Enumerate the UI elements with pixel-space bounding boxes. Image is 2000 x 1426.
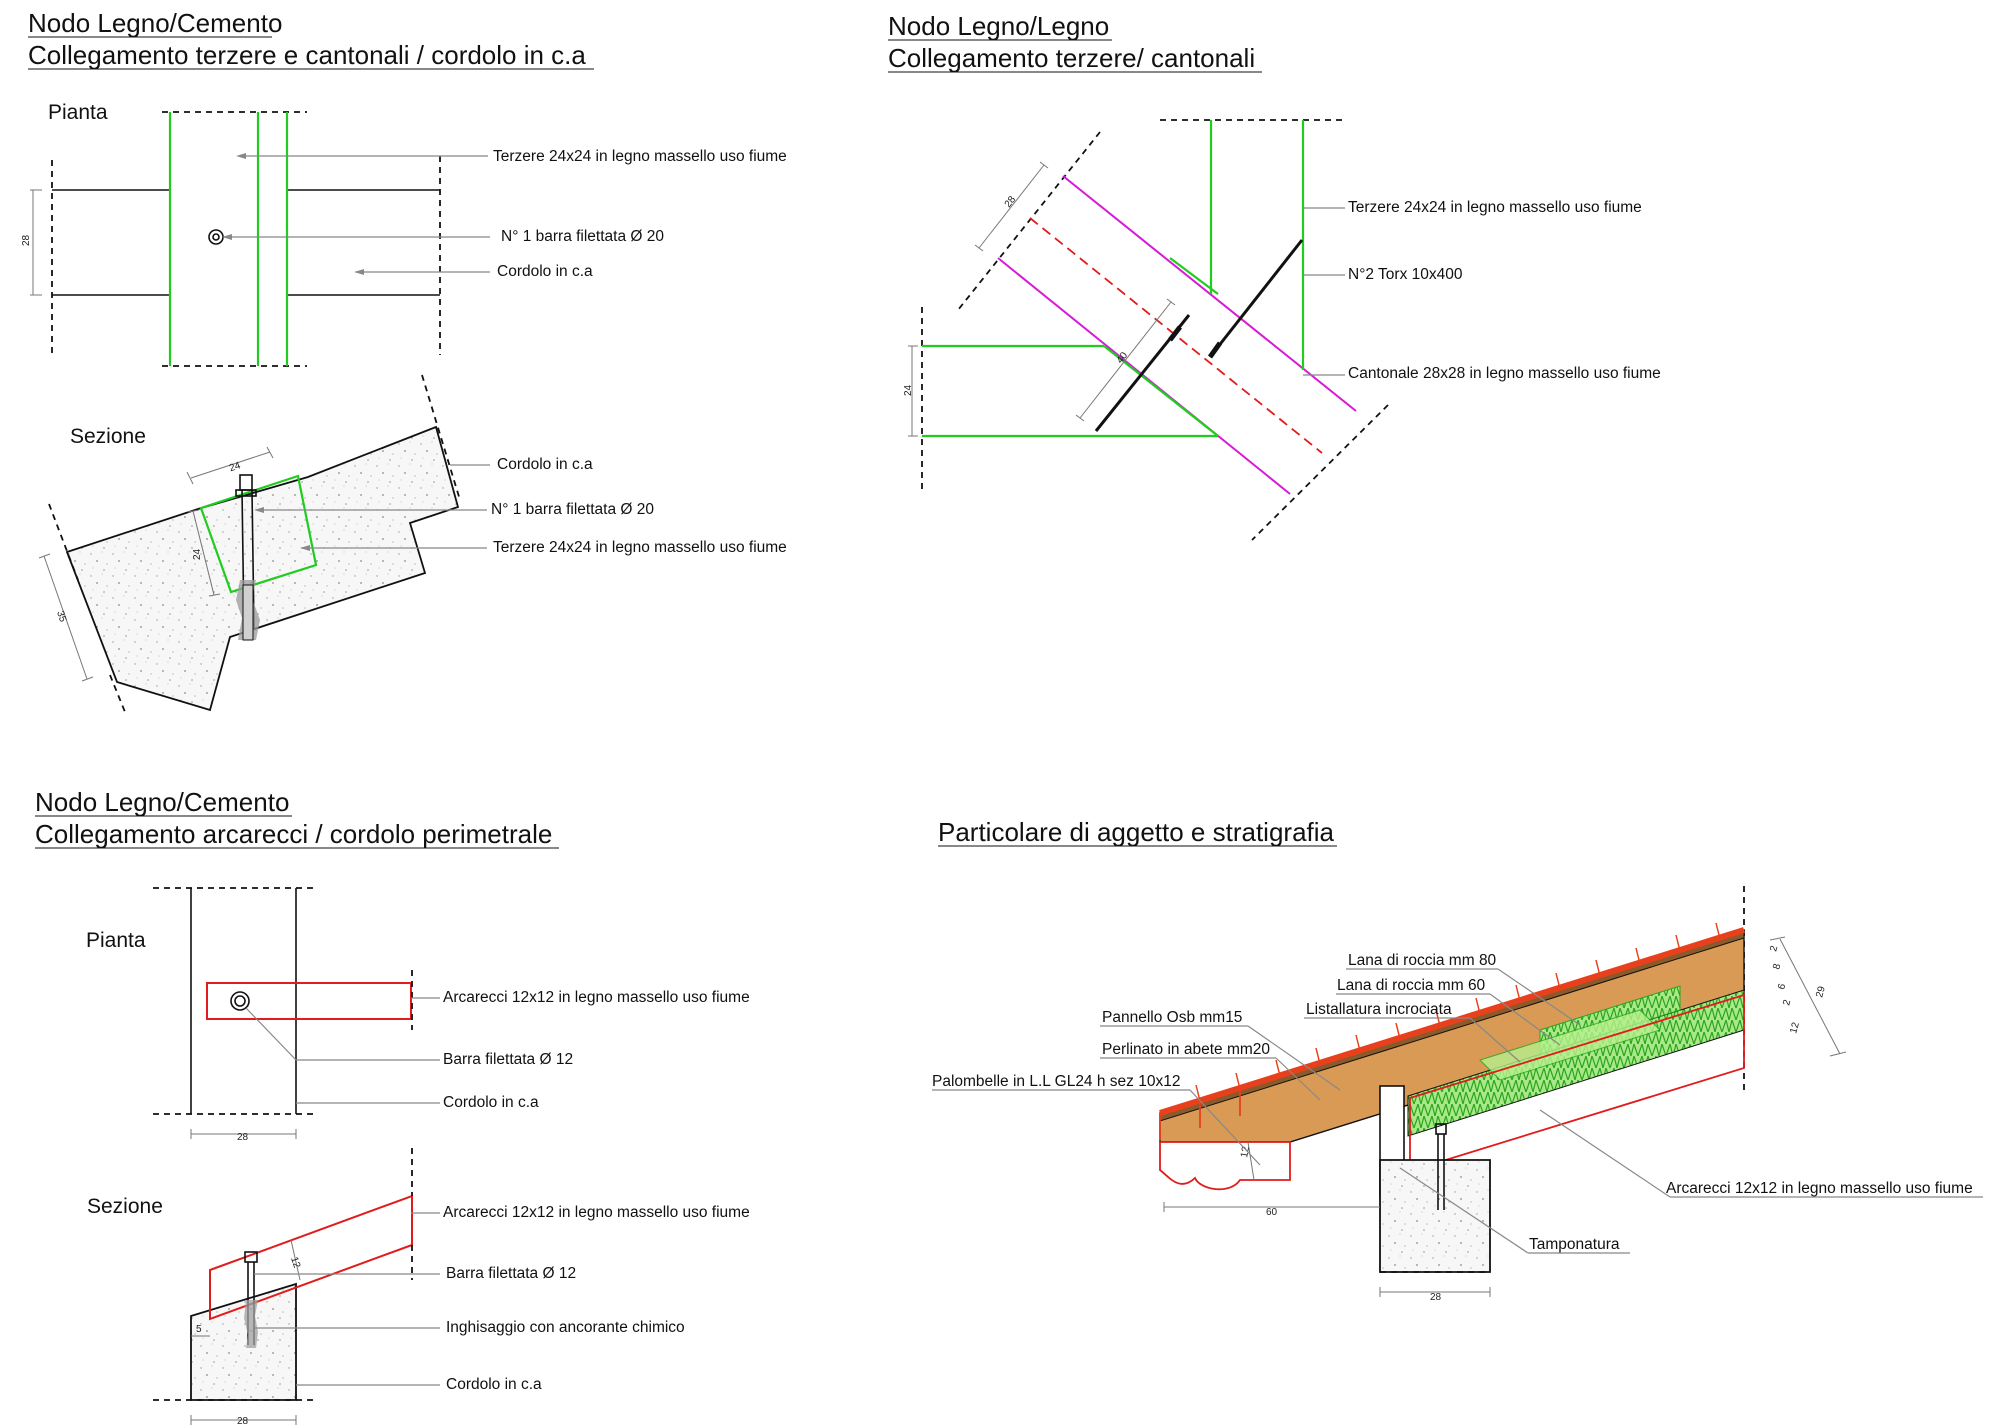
threaded-bar-12-icon	[230, 991, 250, 1011]
bl-section-callout-inghisaggio: Inghisaggio con ancorante chimico	[446, 1319, 685, 1336]
tr-callout-cantonale: Cantonale 28x28 in legno massello uso fi…	[1348, 365, 1661, 382]
tr-callout-torx: N°2 Torx 10x400	[1348, 266, 1463, 283]
br-callout-listallatura: Listallatura incrociata	[1306, 1001, 1452, 1018]
tl-section-callout-terzere: Terzere 24x24 in legno massello uso fium…	[493, 539, 787, 556]
tr-callout-terzere: Terzere 24x24 in legno massello uso fium…	[1348, 199, 1642, 216]
bl-title: Nodo Legno/Cemento	[35, 787, 289, 817]
br-callout-tamponatura: Tamponatura	[1529, 1236, 1620, 1253]
bl-section-callout-barra: Barra filettata Ø 12	[446, 1265, 576, 1282]
tl-subtitle: Collegamento terzere e cantonali / cordo…	[28, 40, 586, 70]
br-callout-lana80: Lana di roccia mm 80	[1348, 952, 1497, 969]
br-dim-8: 8	[1771, 962, 1783, 971]
panel-top-left: Nodo Legno/Cemento Collegamento terzere …	[21, 8, 787, 713]
br-dim-2a: 2	[1768, 944, 1780, 953]
torx-screw-icon	[1208, 239, 1304, 358]
bl-section-drawing: 12 5 28 Arcarecci 12x12 in legno massell…	[153, 1148, 750, 1426]
bl-dim-28-section: 28	[237, 1416, 249, 1426]
br-callout-palombelle: Palombelle in L.L GL24 h sez 10x12	[932, 1073, 1180, 1090]
br-dim-60: 60	[1266, 1207, 1278, 1218]
tl-plan-label: Pianta	[48, 101, 108, 124]
tl-section-label: Sezione	[70, 425, 146, 448]
bl-section-callout-arcarecci: Arcarecci 12x12 in legno massello uso fi…	[443, 1204, 750, 1221]
br-callout-lana60: Lana di roccia mm 60	[1337, 977, 1486, 994]
br-callout-osb: Pannello Osb mm15	[1102, 1009, 1242, 1026]
tr-dim-28: 28	[1003, 194, 1019, 210]
bl-dim-5: 5	[196, 1324, 202, 1335]
tl-section-callout-cordolo: Cordolo in c.a	[497, 456, 593, 473]
br-callout-perlinato: Perlinato in abete mm20	[1102, 1041, 1270, 1058]
tl-plan-callout-barra: N° 1 barra filettata Ø 20	[501, 228, 664, 245]
bl-section-callout-cordolo: Cordolo in c.a	[446, 1376, 542, 1393]
bl-plan-callout-arcarecci: Arcarecci 12x12 in legno massello uso fi…	[443, 989, 750, 1006]
tl-plan-drawing: 28 Terzere 24x24 in legno massello uso f…	[21, 111, 787, 367]
br-dim-29: 29	[1814, 985, 1828, 999]
panel-top-right: Nodo Legno/Legno Collegamento terzere/ c…	[888, 11, 1661, 541]
panel-bottom-left: Nodo Legno/Cemento Collegamento arcarecc…	[35, 787, 750, 1426]
tl-title: Nodo Legno/Cemento	[28, 8, 282, 38]
panel-bottom-right: Particolare di aggetto e stratigrafia	[932, 817, 1983, 1303]
br-dim-12-layer: 12	[1788, 1021, 1802, 1035]
tl-dim-35: 35	[54, 610, 68, 624]
bl-dim-12: 12	[288, 1256, 302, 1270]
bl-plan-callout-cordolo: Cordolo in c.a	[443, 1094, 539, 1111]
threaded-bar-20-icon	[208, 229, 224, 245]
br-title: Particolare di aggetto e stratigrafia	[938, 817, 1335, 847]
br-callout-arcarecci: Arcarecci 12x12 in legno massello uso fi…	[1666, 1180, 1973, 1197]
tl-section-callout-barra: N° 1 barra filettata Ø 20	[491, 501, 654, 518]
bl-plan-drawing: 28 Arcarecci 12x12 in legno massello uso…	[153, 887, 750, 1143]
br-stratigraphy-drawing: 60 28 12 2 8 6 2 12 29 Lana di roc	[932, 886, 1983, 1303]
br-dim-6: 6	[1776, 982, 1788, 991]
tl-section-drawing: 24 24 35 Cordolo in c.a N° 1 barra filet…	[38, 374, 787, 713]
bl-dim-28-plan: 28	[237, 1132, 249, 1143]
tl-dim-24-top: 24	[228, 460, 242, 474]
bl-subtitle: Collegamento arcarecci / cordolo perimet…	[35, 819, 552, 849]
tr-node-drawing: 28 24 40 Terzere 24x24 in legno massello…	[903, 119, 1661, 541]
tr-title: Nodo Legno/Legno	[888, 11, 1109, 41]
tl-dim-24-side: 24	[192, 548, 203, 560]
tl-plan-callout-terzere: Terzere 24x24 in legno massello uso fium…	[493, 148, 787, 165]
tr-subtitle: Collegamento terzere/ cantonali	[888, 43, 1255, 73]
bl-plan-callout-barra: Barra filettata Ø 12	[443, 1051, 573, 1068]
tl-plan-callout-cordolo: Cordolo in c.a	[497, 263, 593, 280]
br-dim-12-eave: 12	[1239, 1145, 1252, 1158]
tl-dim-28: 28	[21, 234, 32, 246]
bl-plan-label: Pianta	[86, 929, 146, 952]
tr-dim-24: 24	[903, 384, 914, 396]
br-dim-2b: 2	[1781, 998, 1793, 1007]
br-dim-28: 28	[1430, 1292, 1442, 1303]
bl-section-label: Sezione	[87, 1195, 163, 1218]
